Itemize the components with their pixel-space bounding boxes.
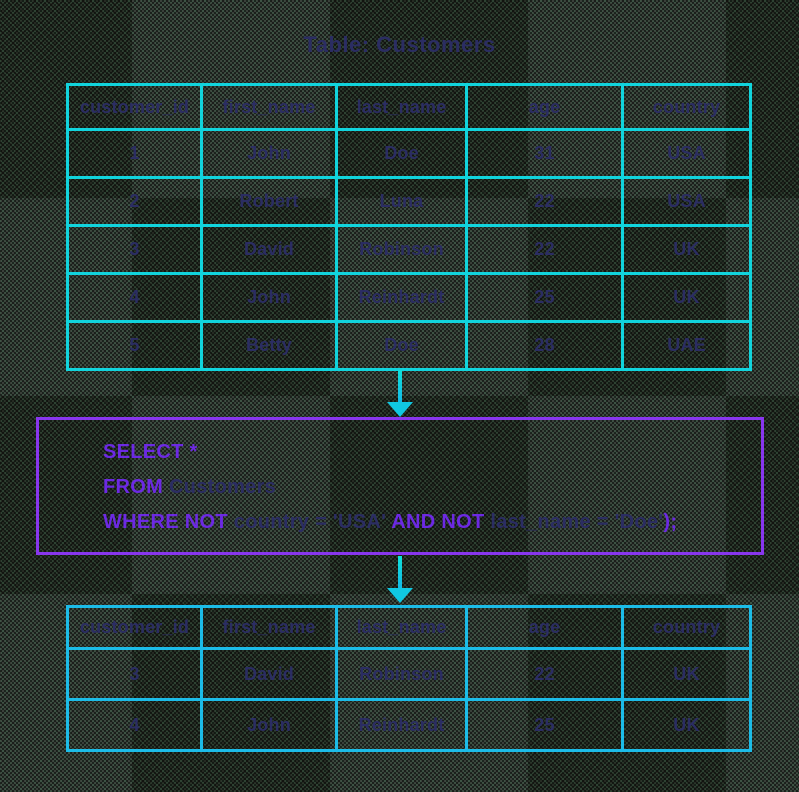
table-cell: UK: [621, 272, 752, 323]
sql-text: last_name = 'Doe': [490, 511, 664, 533]
down-arrow-icon: [387, 556, 413, 603]
sql-keyword: FROM: [103, 476, 169, 498]
sql-keyword: );: [663, 511, 678, 533]
table-cell: 2: [66, 176, 203, 227]
sql-keyword: SELECT *: [103, 441, 198, 463]
table-cell: 25: [465, 698, 624, 752]
table-cell: David: [200, 647, 338, 701]
table-cell: Doe: [335, 128, 468, 179]
table-cell: Betty: [200, 320, 338, 371]
down-arrow-icon: [387, 370, 413, 417]
table-cell: 31: [465, 128, 624, 179]
table-cell: 22: [465, 647, 624, 701]
sql-keyword: AND NOT: [391, 511, 491, 533]
table-cell: 4: [66, 698, 203, 752]
table-cell: Luna: [335, 176, 468, 227]
table-cell: 28: [465, 320, 624, 371]
table-cell: USA: [621, 128, 752, 179]
column-header-age: age: [465, 83, 624, 131]
table-cell: John: [200, 272, 338, 323]
sql-line: SELECT *: [103, 435, 677, 470]
sql-line: WHERE NOT country = 'USA' AND NOT last_n…: [103, 505, 677, 540]
column-header-age: age: [465, 605, 624, 650]
table-cell: Robinson: [335, 647, 468, 701]
table-cell: Robinson: [335, 224, 468, 275]
table-cell: UK: [621, 224, 752, 275]
table-cell: UAE: [621, 320, 752, 371]
table-cell: Reinhardt: [335, 272, 468, 323]
column-header-first_name: first_name: [200, 605, 338, 650]
table-cell: 25: [465, 272, 624, 323]
table-cell: UK: [621, 647, 752, 701]
table-cell: 1: [66, 128, 203, 179]
sql-keyword: WHERE NOT: [103, 511, 234, 533]
column-header-last_name: last_name: [335, 83, 468, 131]
table-cell: 5: [66, 320, 203, 371]
table-cell: 3: [66, 224, 203, 275]
table-cell: Reinhardt: [335, 698, 468, 752]
table-cell: John: [200, 698, 338, 752]
column-header-country: country: [621, 83, 752, 131]
table-cell: 4: [66, 272, 203, 323]
table-cell: Robert: [200, 176, 338, 227]
column-header-last_name: last_name: [335, 605, 468, 650]
sql-line: FROM Customers: [103, 470, 677, 505]
table-cell: UK: [621, 698, 752, 752]
table-cell: 22: [465, 176, 624, 227]
sql-text: country = 'USA': [233, 511, 392, 533]
column-header-country: country: [621, 605, 752, 650]
table-cell: 3: [66, 647, 203, 701]
column-header-customer_id: customer_id: [66, 83, 203, 131]
table-cell: USA: [621, 176, 752, 227]
table-cell: John: [200, 128, 338, 179]
sql-text: Customers: [168, 476, 277, 498]
table-cell: 22: [465, 224, 624, 275]
table-cell: David: [200, 224, 338, 275]
table-cell: Doe: [335, 320, 468, 371]
column-header-first_name: first_name: [200, 83, 338, 131]
column-header-customer_id: customer_id: [66, 605, 203, 650]
table-title: Table: Customers: [303, 32, 496, 57]
